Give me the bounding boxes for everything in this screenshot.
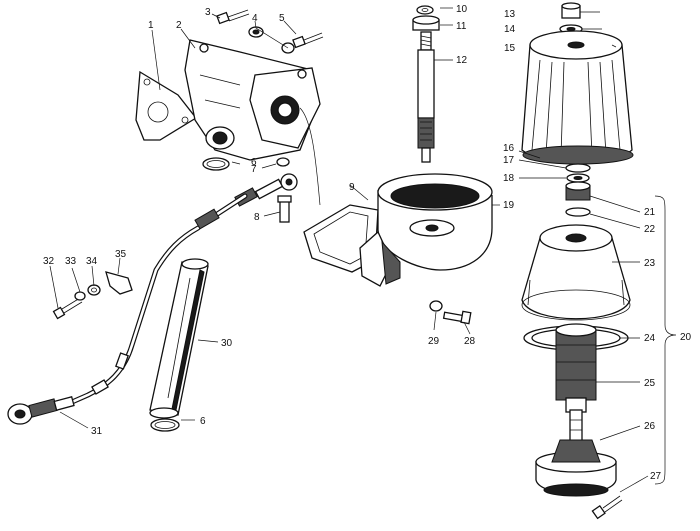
- callout-20: 20: [680, 332, 692, 343]
- callout-5: 5: [279, 13, 285, 24]
- leader-lines: [49, 7, 649, 493]
- part-15-cover: [521, 30, 633, 162]
- callout-10: 10: [456, 4, 468, 15]
- part-8-bolt: [277, 195, 292, 223]
- callout-24: 24: [644, 333, 656, 344]
- callout-4: 4: [252, 13, 258, 24]
- callout-35: 35: [115, 249, 127, 260]
- part-13-cap-nut: [561, 2, 581, 19]
- part-12-spindle: [417, 31, 435, 163]
- group-20-brace: [654, 195, 677, 485]
- part-23-rotor-housing: [521, 224, 631, 321]
- part-29-washer: [429, 300, 443, 312]
- callout-29: 29: [428, 336, 440, 347]
- part-21-nut: [565, 181, 591, 201]
- callout-32: 32: [43, 256, 55, 267]
- part-33-washer: [74, 291, 86, 301]
- part-17-ring: [565, 163, 591, 173]
- callout-25: 25: [644, 378, 656, 389]
- callout-22: 22: [644, 224, 656, 235]
- callout-15: 15: [504, 43, 516, 54]
- part-1-gasket: [135, 70, 197, 141]
- part-2-housing: [184, 39, 321, 161]
- callout-34: 34: [86, 256, 98, 267]
- part-11-nut: [412, 15, 440, 31]
- callout-27: 27: [650, 471, 662, 482]
- part-27-bolt: [591, 495, 623, 520]
- callout-labels: 1 2 3 4 5 6 6 7 8 9 10 11 12 13 14 15 16…: [43, 4, 692, 482]
- oil-pipe: [69, 193, 248, 405]
- callout-26: 26: [644, 421, 656, 432]
- part-5-bolt: [281, 32, 324, 54]
- callout-6-lower: 6: [200, 416, 206, 427]
- part-35-clamp: [105, 271, 133, 295]
- oil-feed-line: [299, 107, 321, 206]
- part-18-washer: [566, 173, 590, 183]
- part-30-tube: [149, 258, 209, 419]
- part-4-washer: [248, 26, 264, 38]
- callout-2: 2: [176, 20, 182, 31]
- part-26-base: [535, 409, 617, 497]
- callout-7: 7: [251, 164, 257, 175]
- callout-13: 13: [504, 9, 516, 20]
- part-32-screw: [52, 297, 83, 320]
- part-7-washer: [276, 157, 290, 167]
- callout-18: 18: [503, 173, 515, 184]
- callout-23: 23: [644, 258, 656, 269]
- callout-3: 3: [205, 7, 211, 18]
- callout-14: 14: [504, 24, 516, 35]
- part-3-bolt: [216, 9, 250, 25]
- part-34-washer: [87, 284, 101, 296]
- callout-28: 28: [464, 336, 476, 347]
- callout-6-upper: 6: [251, 157, 257, 168]
- part-16-ring: [522, 145, 634, 165]
- callout-11: 11: [456, 21, 467, 32]
- callout-1: 1: [148, 20, 154, 31]
- part-6-seal-ring-lower: [150, 418, 180, 432]
- callout-12: 12: [456, 55, 468, 66]
- part-10-clip: [416, 5, 434, 15]
- callout-9: 9: [349, 182, 355, 193]
- part-22-washer: [565, 207, 591, 217]
- callout-8: 8: [254, 212, 260, 223]
- part-6-seal-ring-upper: [202, 157, 230, 171]
- callout-31: 31: [91, 426, 103, 437]
- part-19-housing: [359, 173, 493, 287]
- callout-19: 19: [503, 200, 515, 211]
- callout-33: 33: [65, 256, 77, 267]
- part-31-banjo-fitting: [7, 396, 75, 425]
- part-25-rotor-core: [555, 323, 597, 413]
- callout-16: 16: [503, 143, 515, 154]
- part-28-bolt: [442, 310, 472, 325]
- callout-21: 21: [644, 207, 656, 218]
- callout-17: 17: [503, 155, 515, 166]
- callout-30: 30: [221, 338, 233, 349]
